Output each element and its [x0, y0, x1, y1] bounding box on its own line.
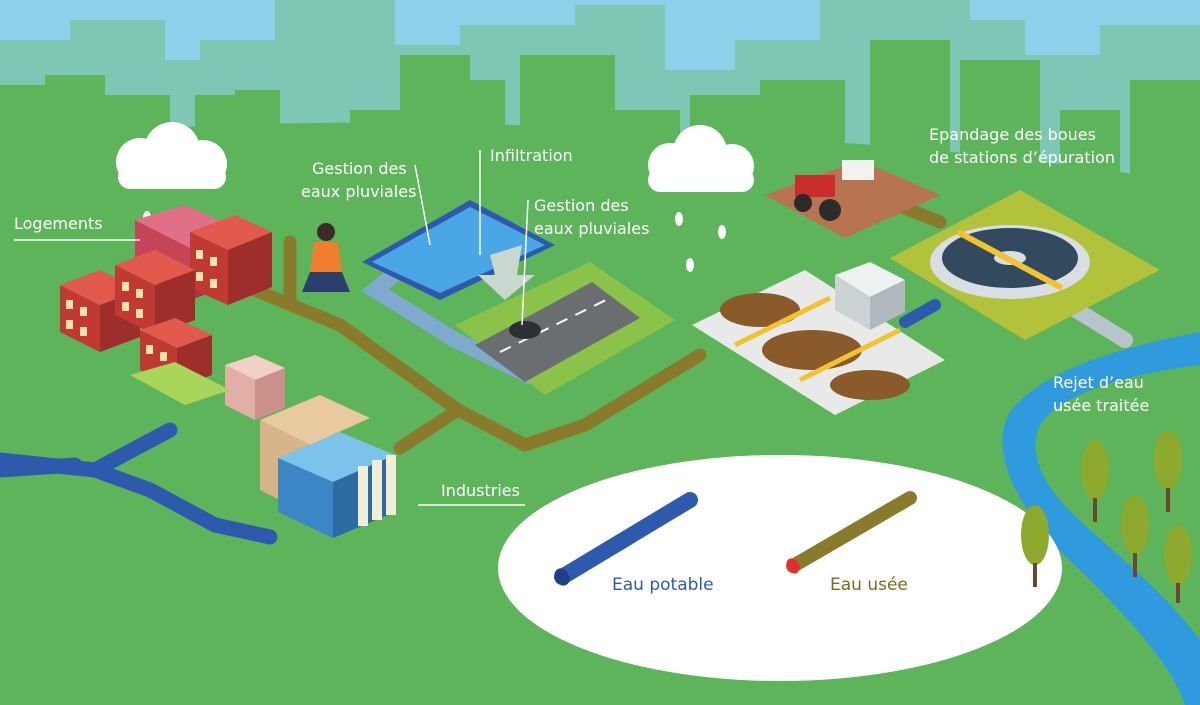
clarifier-tank [890, 190, 1160, 340]
infiltration-arrow [478, 245, 535, 300]
legend-usee-label: Eau usée [830, 575, 908, 595]
label-infiltration: Infiltration [490, 146, 573, 165]
label-gestion-pluviales-2-line1: Gestion des [534, 196, 629, 215]
leader-lines [14, 150, 529, 506]
treatment-link-pipe [899, 299, 941, 328]
cloud-right [648, 125, 754, 192]
trees [1021, 430, 1192, 603]
label-gestion-pluviales-1-line2: eaux pluviales [301, 182, 417, 201]
factory [260, 395, 396, 538]
legend-potable-pipe [554, 492, 698, 586]
river [1002, 332, 1200, 705]
label-rejet-line2: usée traitée [1053, 396, 1150, 415]
farm-field [765, 160, 940, 238]
infiltration-basin [362, 200, 555, 300]
label-rejet-line1: Rejet d’eau [1053, 373, 1144, 392]
cloud-left [116, 122, 227, 189]
legend-potable-label: Eau potable [612, 575, 714, 595]
label-logements: Logements [14, 214, 103, 233]
legend-waste-pipe [786, 491, 917, 574]
potable-water-pipes [0, 422, 278, 545]
label-epandage-line1: Epandage des boues [929, 125, 1096, 144]
label-industries: Industries [441, 481, 520, 500]
label-gestion-pluviales-1-line1: Gestion des [312, 159, 407, 178]
legend-panel [498, 455, 1062, 681]
housing-buildings [60, 205, 285, 420]
treatment-basins [692, 262, 945, 415]
label-epandage-line2: de stations d’épuration [929, 148, 1115, 167]
road-area [455, 262, 675, 395]
house-windows [66, 250, 217, 361]
worker [285, 223, 350, 302]
label-gestion-pluviales-2-line2: eaux pluviales [534, 219, 650, 238]
